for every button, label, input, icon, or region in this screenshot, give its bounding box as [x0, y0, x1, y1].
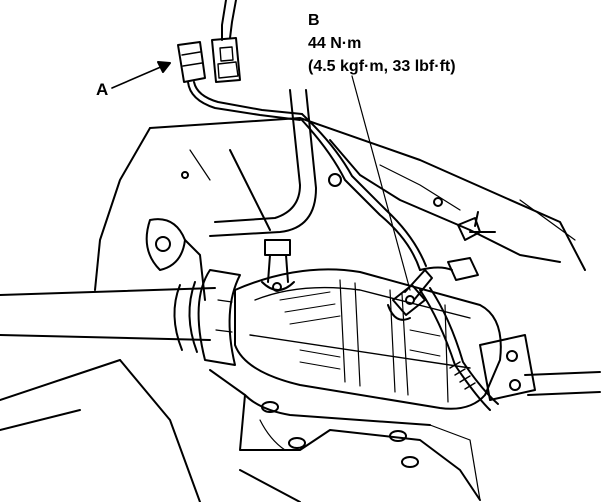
outlet-flange — [479, 334, 601, 401]
sensor-harness — [187, 81, 479, 281]
torque-spec-alternate: (4.5 kgf·m, 33 lbf·ft) — [308, 58, 456, 75]
lower-heat-shield — [209, 369, 481, 501]
downstream-sensor-b — [387, 269, 499, 411]
catalytic-converter — [234, 268, 502, 410]
callout-a-label: A — [96, 80, 109, 99]
upstream-sensor-stud — [261, 239, 295, 292]
harness-clip — [457, 211, 496, 241]
torque-spec-primary: 44 N·m — [308, 35, 362, 52]
connector-a — [177, 0, 241, 83]
fuel-line-bend — [209, 89, 317, 237]
pipe-flange — [197, 269, 241, 366]
floor-pan — [94, 117, 586, 291]
exhaust-pipe — [0, 281, 216, 353]
leader-a-arrow — [111, 61, 171, 89]
callout-b-label: B — [308, 12, 320, 29]
leader-b-line — [351, 75, 411, 291]
lower-floor-lines — [0, 359, 301, 502]
